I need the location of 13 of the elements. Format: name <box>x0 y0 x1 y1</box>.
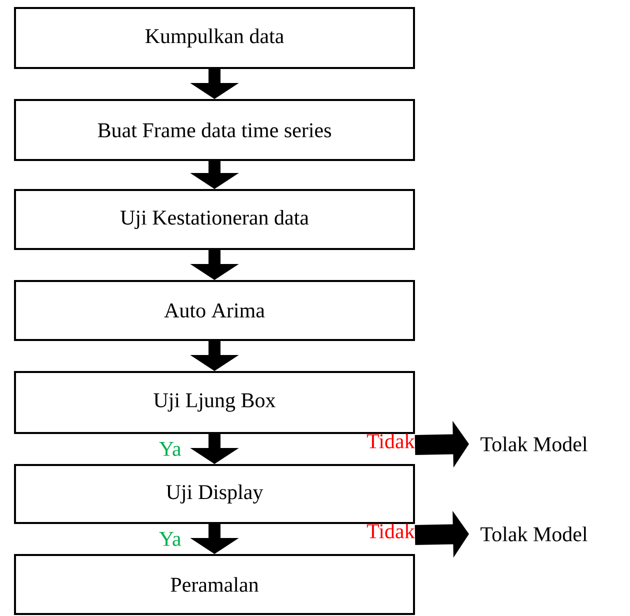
process-box: Kumpulkan data <box>14 7 415 69</box>
process-box: Auto Arima <box>14 280 415 341</box>
process-box: Peramalan <box>14 554 415 615</box>
process-box: Uji Kestationeran data <box>14 189 415 250</box>
process-box: Uji Ljung Box <box>14 371 415 434</box>
edge-label: Tidak <box>366 434 415 448</box>
edge-label: Ya <box>159 532 182 546</box>
process-box: Uji Display <box>14 464 415 524</box>
result-text: Tolak Model <box>480 526 588 542</box>
edge-label: Ya <box>159 442 182 456</box>
edge-label: Tidak <box>366 524 415 538</box>
process-box: Buat Frame data time series <box>14 99 415 161</box>
result-text: Tolak Model <box>480 436 588 452</box>
